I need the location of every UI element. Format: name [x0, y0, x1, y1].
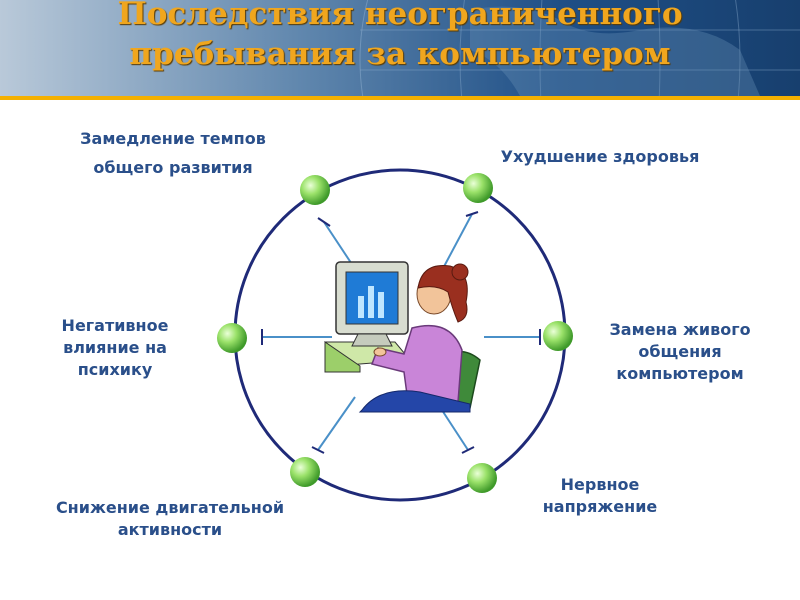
globe-background-icon [359, 0, 800, 96]
outer-ring [233, 168, 567, 502]
woman-at-computer-icon [324, 261, 481, 413]
page-title: Последствия неограниченного пребывания з… [0, 0, 800, 74]
label-mid-right: Замена живого общения компьютером [609, 320, 751, 383]
spoke-bottom-left [317, 396, 356, 451]
node-mid-left-icon [217, 323, 247, 353]
node-bottom-left-icon [290, 457, 320, 487]
node-bottom-right-icon [467, 463, 497, 493]
title-banner: Последствия неограниченного пребывания з… [0, 0, 800, 96]
spoke-top-right [439, 213, 473, 275]
label-mid-left: Негативное влияние на психику [61, 316, 169, 379]
node-top-right-icon [463, 173, 493, 203]
label-bottom-right: Нервное напряжение [542, 475, 658, 516]
label-top-right: Ухудшение здоровья [500, 147, 700, 166]
node-balls [217, 173, 573, 493]
title-divider [0, 96, 800, 100]
label-top-left: Замедление темпов общего развития [80, 129, 266, 177]
node-mid-right-icon [543, 321, 573, 351]
title-line-1: Последствия неограниченного [117, 0, 683, 32]
title-line-2: пребывания за компьютером [129, 36, 671, 72]
node-top-left-icon [300, 175, 330, 205]
label-bottom-left: Снижение двигательной активности [55, 498, 285, 539]
